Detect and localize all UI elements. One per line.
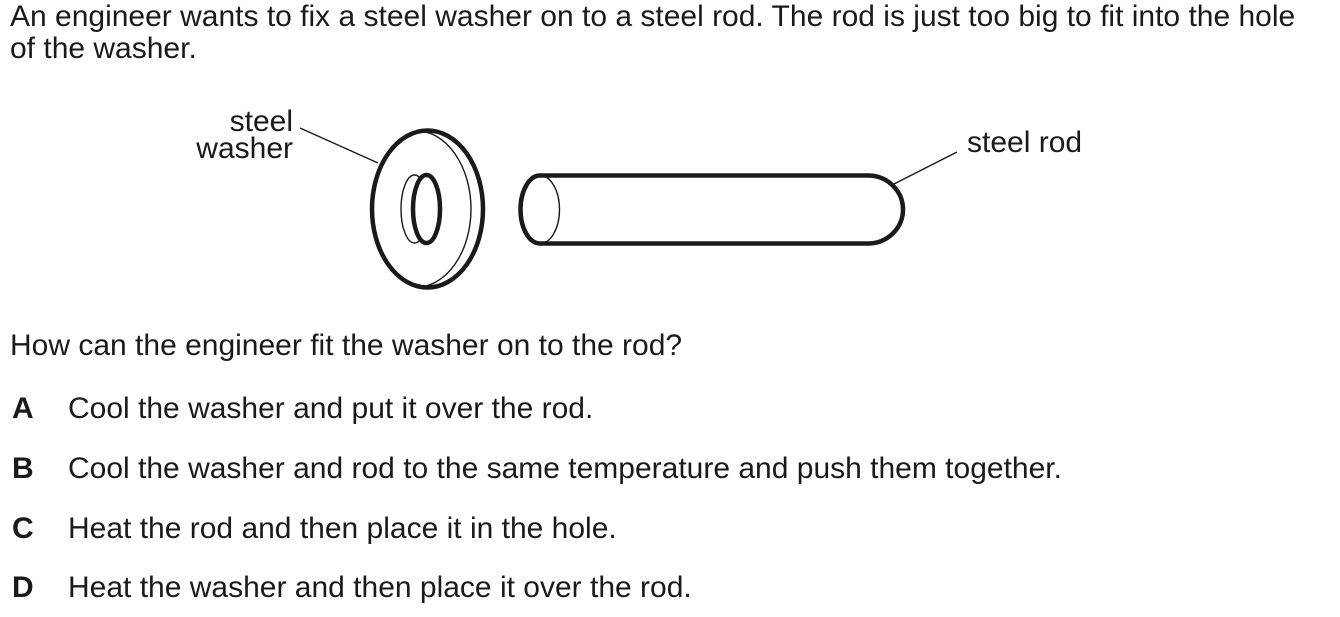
option-b-text: Cool the washer and rod to the same temp…: [68, 452, 1062, 485]
intro-line-1: An engineer wants to fix a steel washer …: [10, 0, 1296, 33]
steel-rod-drawing: [518, 173, 906, 246]
washer-hole: [410, 172, 443, 246]
question-intro: An engineer wants to fix a steel washer …: [10, 1, 1295, 65]
option-row-d: D Heat the washer and then place it over …: [12, 572, 692, 604]
option-d-letter: D: [12, 571, 34, 604]
intro-line-2: of the washer.: [10, 32, 197, 65]
washer-leader-line: [299, 127, 379, 164]
option-c-text: Heat the rod and then place it in the ho…: [68, 512, 617, 545]
option-row-c: C Heat the rod and then place it in the h…: [12, 513, 617, 545]
option-row-a: A Cool the washer and put it over the rod…: [12, 393, 593, 425]
option-row-b: B Cool the washer and rod to the same tem…: [12, 453, 1062, 485]
washer-rim-depth: [372, 130, 472, 288]
option-a-text: Cool the washer and put it over the rod.: [68, 392, 594, 425]
option-a-letter: A: [12, 392, 34, 425]
rod-label: steel rod: [967, 126, 1083, 159]
option-c-letter: C: [12, 512, 34, 545]
rod-end-edge: [518, 173, 541, 246]
washer-label-line-1: steel: [229, 105, 293, 138]
option-b-letter: B: [12, 452, 34, 485]
washer-label-line-2: washer: [196, 132, 293, 165]
rod-leader-line: [893, 151, 958, 185]
washer-label: steel washer: [196, 105, 293, 165]
question-text: How can the engineer fit the washer on t…: [10, 329, 683, 362]
steel-washer-drawing: [369, 128, 486, 290]
rod-body: [540, 173, 906, 246]
option-d-text: Heat the washer and then place it over t…: [68, 571, 692, 604]
